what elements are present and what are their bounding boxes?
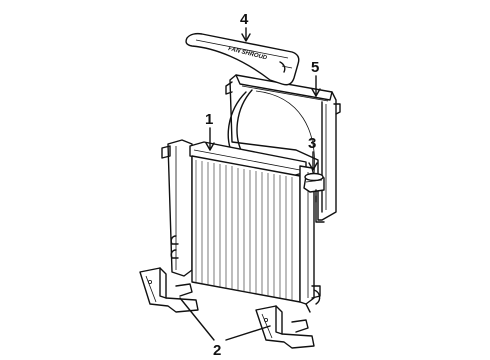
lower-bracket-left	[139, 267, 199, 313]
callout-3: 3	[308, 135, 316, 152]
fan-shroud	[225, 74, 341, 223]
leader-lines	[179, 27, 321, 341]
callout-5: 5	[311, 59, 319, 76]
callout-4: 4	[240, 11, 249, 28]
radiator-core-fins	[195, 160, 293, 300]
radiator	[161, 139, 321, 313]
upper-shroud-cover: FAN SHROUD	[185, 32, 300, 86]
radiator-cap	[303, 172, 325, 203]
lower-bracket-right	[255, 305, 315, 349]
callout-2: 2	[213, 342, 221, 359]
callout-1: 1	[205, 111, 213, 128]
